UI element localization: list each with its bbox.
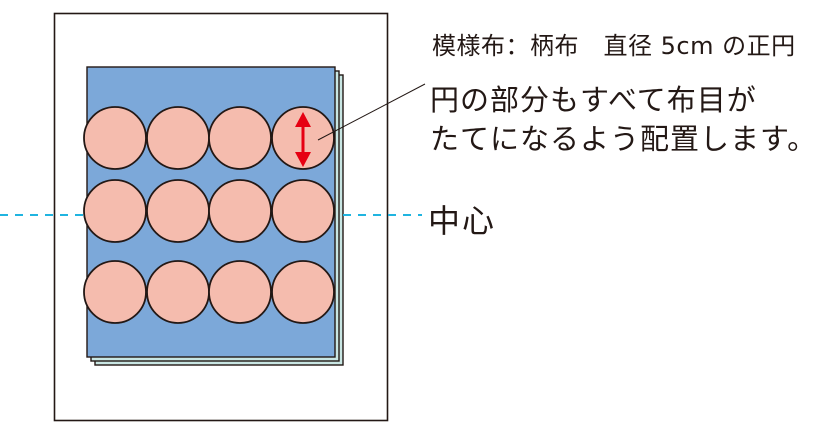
center-label: 中心 <box>428 202 497 240</box>
circle-r2c4 <box>271 179 335 243</box>
circle-r3c1 <box>83 260 147 324</box>
circle-r1c2 <box>146 106 210 170</box>
circle-r3c3 <box>208 260 272 324</box>
circle-grid <box>83 106 335 324</box>
circle-r1c1 <box>83 106 147 170</box>
circle-r2c2 <box>146 179 210 243</box>
leader-line <box>317 83 426 141</box>
circle-r3c2 <box>146 260 210 324</box>
circle-r2c3 <box>208 179 272 243</box>
circle-r3c4 <box>271 260 335 324</box>
grain-note-line-2: たてになるよう配置します。 <box>430 122 818 156</box>
pattern-fabric-label: 模様布：柄布 直径 5cm の正円 <box>432 32 796 60</box>
grain-arrow-icon <box>295 112 311 167</box>
circle-r1c3 <box>208 106 272 170</box>
grain-note-line-1: 円の部分もすべて布目が <box>430 83 757 117</box>
circle-r2c1 <box>83 179 147 243</box>
